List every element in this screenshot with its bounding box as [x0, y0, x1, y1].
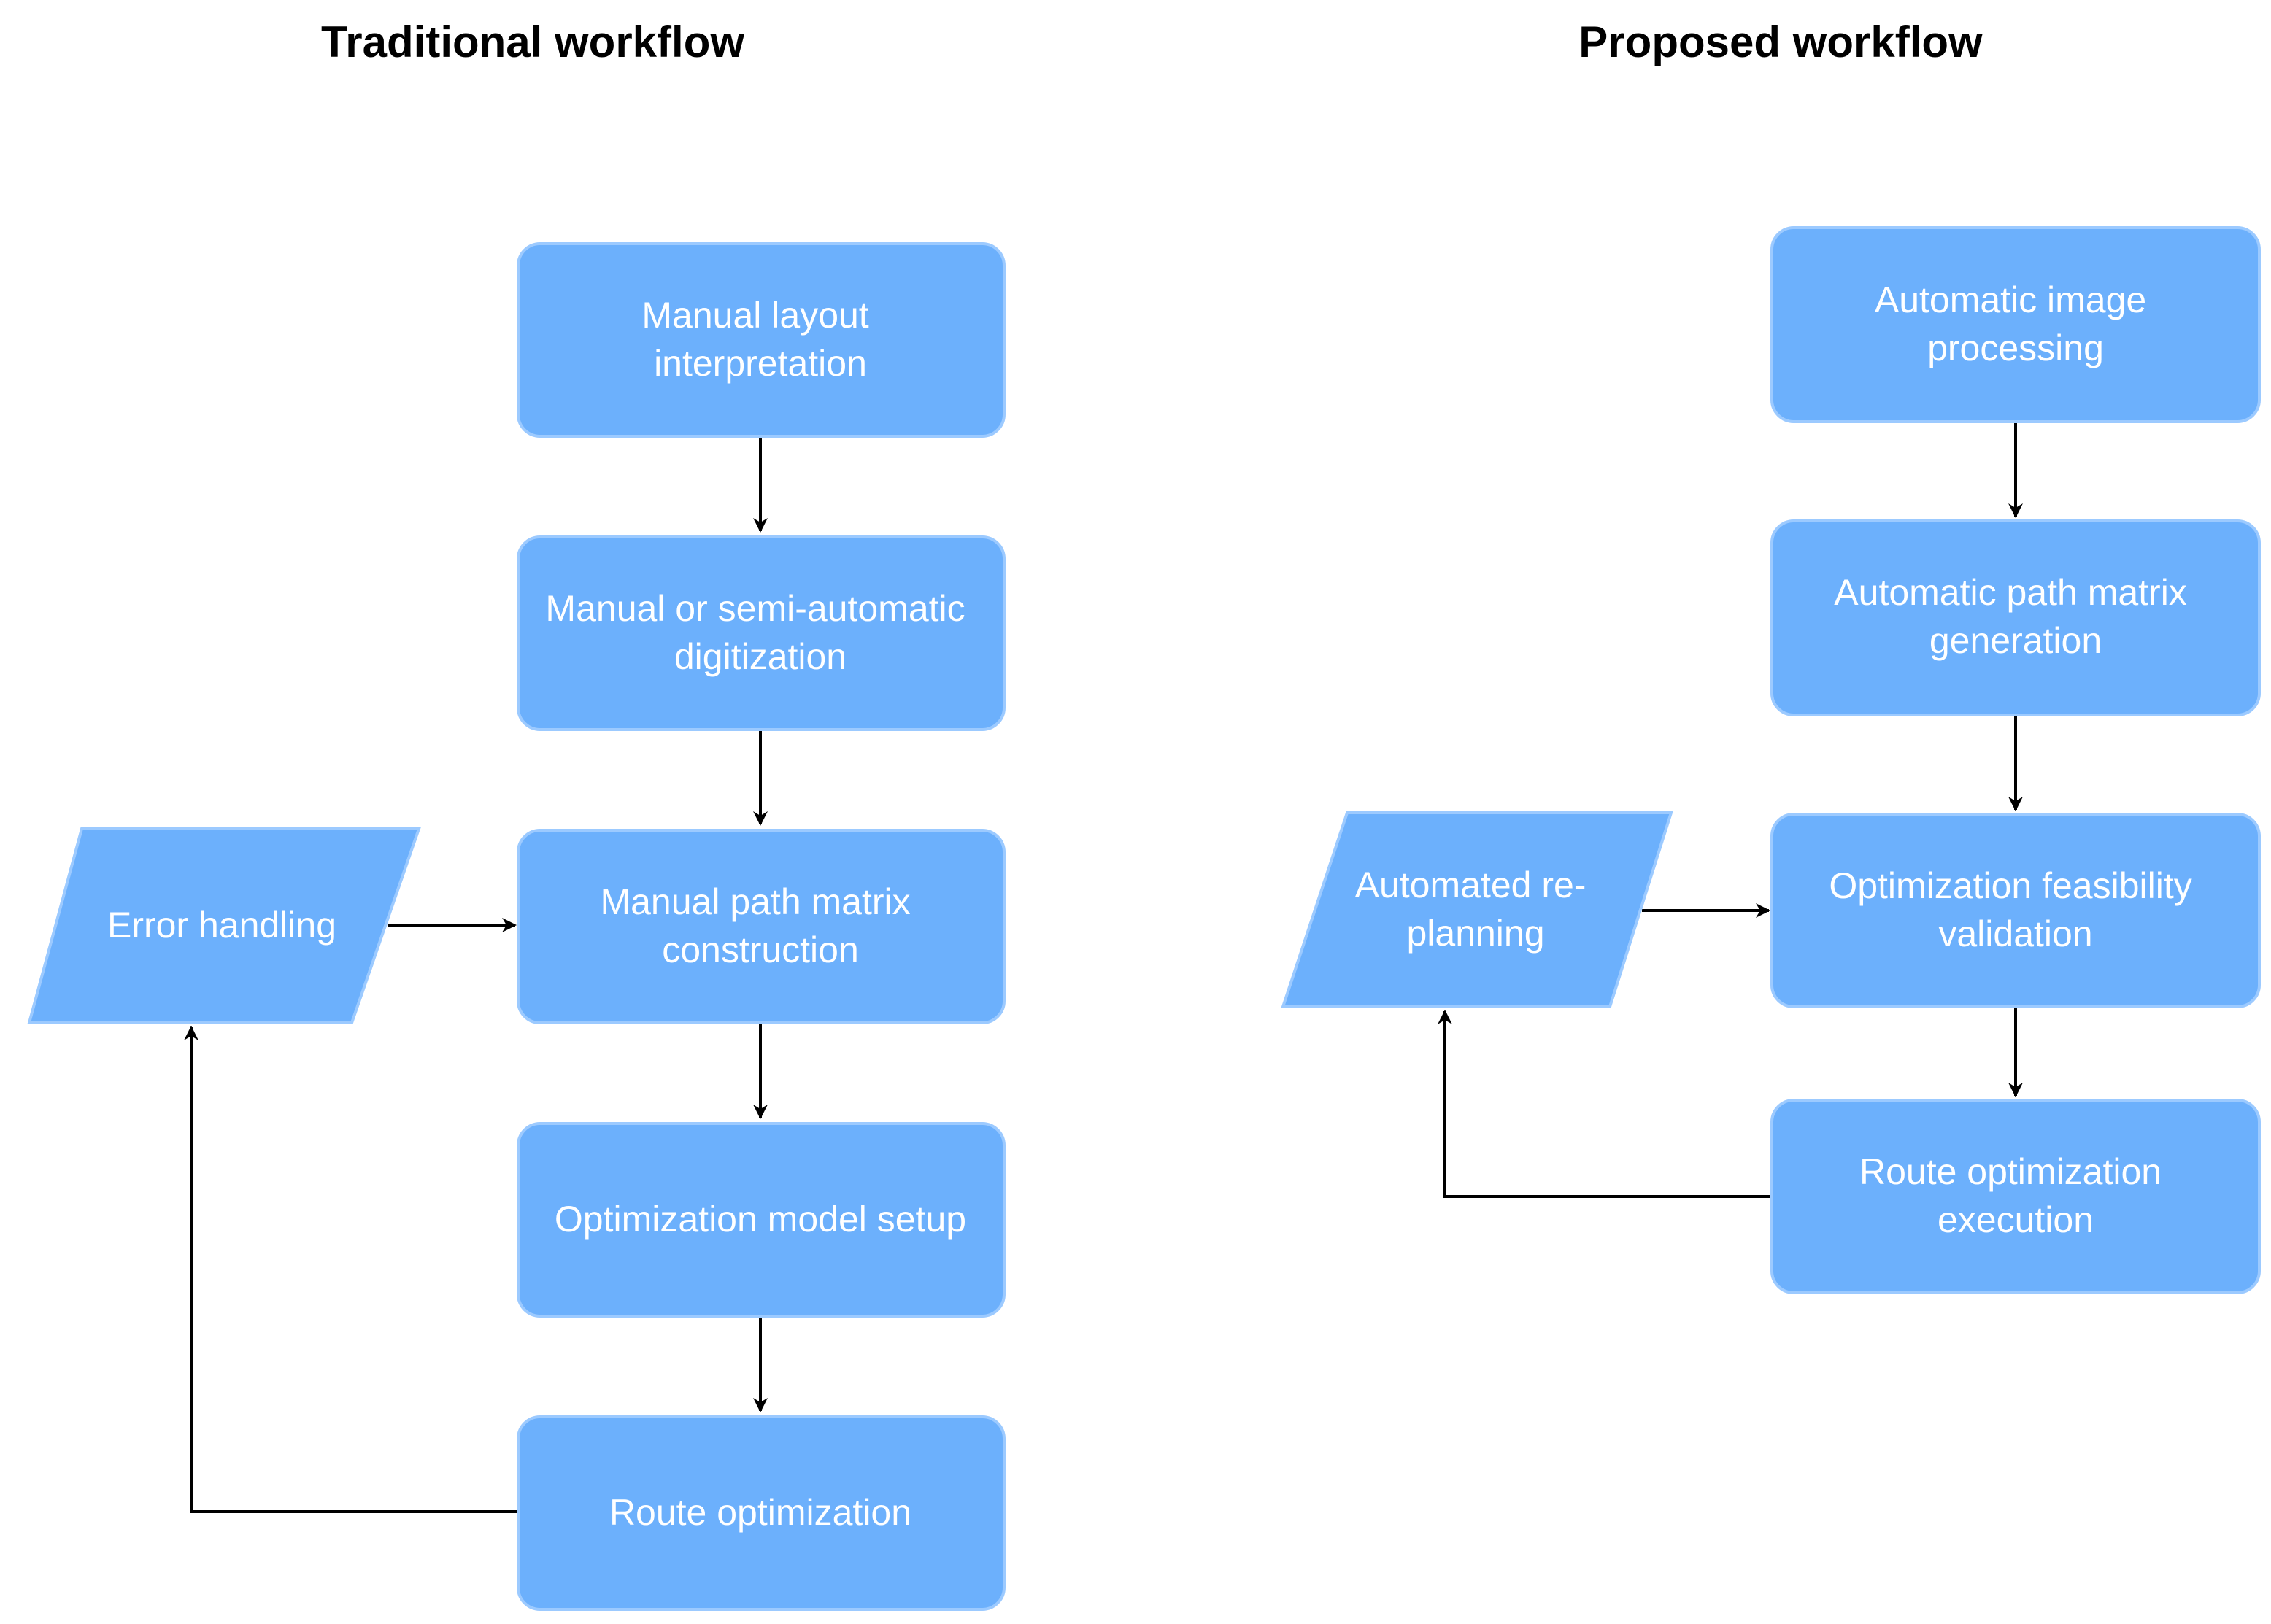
- node-manual-digitization: Manual or semi-automatic digitization: [517, 535, 1006, 731]
- edge-route-to-error-handling: [184, 1026, 517, 1513]
- node-manual-layout-interpretation: Manual layout interpretation: [517, 242, 1006, 438]
- node-label-line: planning: [1406, 913, 1544, 954]
- node-label-line: Automatic image: [1875, 279, 2146, 320]
- node-automatic-image-processing: Automatic image processing: [1770, 226, 2261, 423]
- node-label-line: Optimization feasibility: [1829, 865, 2191, 906]
- node-optimization-feasibility-validation: Optimization feasibility validation: [1770, 813, 2261, 1008]
- node-route-optimization: Route optimization: [517, 1415, 1006, 1611]
- svg-text:Manual or semi-automatic: Manual or semi-automatic digitization: [545, 588, 975, 677]
- svg-text:Optimization model setup: Optimization model setup: [555, 1199, 966, 1240]
- node-label-line: validation: [1938, 913, 2092, 954]
- node-label-line: construction: [662, 929, 859, 970]
- node-optimization-model-setup: Optimization model setup: [517, 1122, 1006, 1318]
- node-label-line: Route optimization: [1859, 1151, 2162, 1192]
- node-label-line: Optimization model setup: [555, 1199, 966, 1240]
- svg-text:Automated re- planning: Automated re- planning: [1355, 865, 1597, 954]
- node-automatic-path-matrix-generation: Automatic path matrix generation: [1770, 519, 2261, 716]
- node-label-line: Route optimization: [609, 1492, 911, 1533]
- node-label-line: digitization: [674, 636, 847, 677]
- node-label-line: execution: [1938, 1199, 2094, 1240]
- traditional-workflow-title: Traditional workflow: [321, 18, 744, 66]
- svg-text:Route optimization exe: Route optimization execution: [1859, 1151, 2172, 1240]
- node-label-line: processing: [1927, 328, 2104, 368]
- svg-text:Automatic path matrix: Automatic path matrix generation: [1834, 572, 2197, 661]
- node-label-line: generation: [1929, 620, 2102, 661]
- svg-text:Error handling: Error handling: [107, 905, 336, 946]
- svg-text:Manual layout interpre: Manual layout interpretation: [641, 295, 879, 384]
- node-label-line: Manual layout: [641, 295, 868, 336]
- node-label-line: Manual path matrix: [600, 881, 910, 922]
- edge-execution-to-replanning: [1438, 1010, 1772, 1198]
- node-error-handling: Error handling: [27, 827, 421, 1024]
- node-label-line: Error handling: [107, 905, 336, 946]
- svg-text:Manual path matrix con: Manual path matrix construction: [600, 881, 920, 970]
- svg-text:Optimization feasibility: Optimization feasibility validation: [1829, 865, 2202, 954]
- node-manual-path-matrix-construction: Manual path matrix construction: [517, 829, 1006, 1024]
- proposed-workflow-title: Proposed workflow: [1578, 18, 1983, 66]
- node-label-line: interpretation: [654, 343, 867, 384]
- node-label-line: Automatic path matrix: [1834, 572, 2187, 613]
- traditional-workflow: Manual layout interpretation Manual or s…: [27, 242, 1006, 1611]
- svg-text:Route optimization: Route optimization: [609, 1492, 911, 1533]
- node-route-optimization-execution: Route optimization execution: [1770, 1099, 2261, 1294]
- node-label-line: Manual or semi-automatic: [545, 588, 965, 629]
- node-label-line: Automated re-: [1355, 865, 1586, 905]
- node-automated-replanning: Automated re- planning: [1281, 811, 1673, 1008]
- svg-text:Automatic image proces: Automatic image processing: [1875, 279, 2156, 368]
- proposed-workflow: Automatic image processing Automatic pat…: [1281, 226, 2261, 1294]
